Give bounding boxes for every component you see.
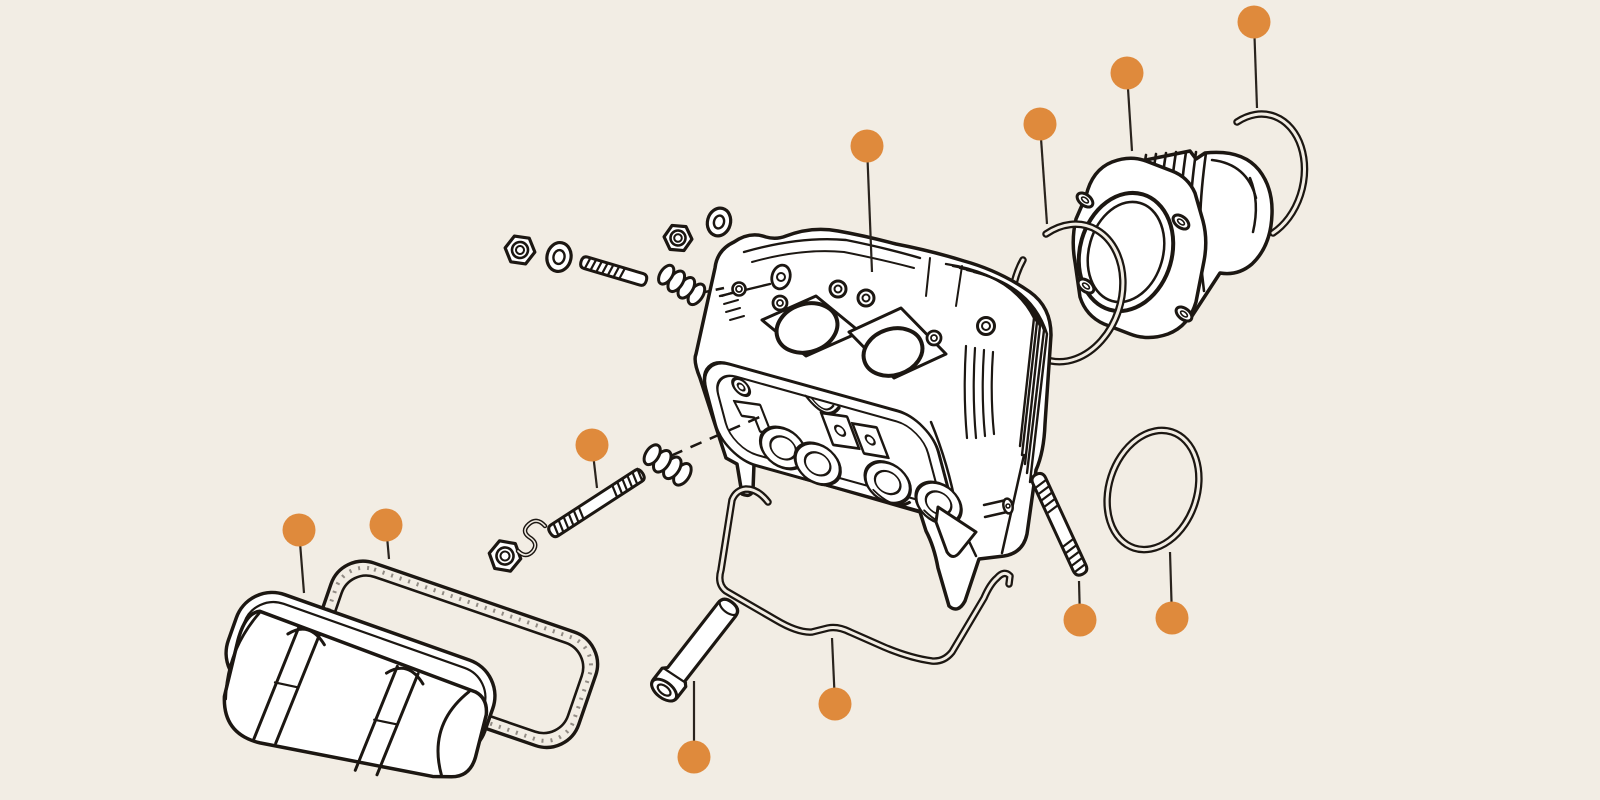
o-ring-illustration	[1103, 426, 1203, 554]
hex-nut	[503, 234, 537, 266]
stud-upper	[579, 255, 649, 287]
s-clip	[515, 518, 548, 558]
head-gusset	[934, 505, 978, 558]
marker-head-stud-short[interactable]	[1063, 603, 1097, 637]
marker-valve-cover-gasket[interactable]	[369, 508, 403, 542]
top-hardware	[503, 206, 733, 307]
pushrod-tube-illustration	[650, 597, 740, 703]
washer	[545, 240, 573, 274]
stud-short-illustration	[1030, 471, 1089, 577]
head-roof-bolt-circles	[731, 279, 996, 347]
hex-nut	[662, 223, 694, 253]
snap-ring-illustration	[1233, 110, 1309, 237]
marker-line-cylinder-seal-ring	[1038, 123, 1049, 225]
head-intake-flanges	[760, 294, 948, 380]
marker-cylinder-seal-ring[interactable]	[1023, 107, 1057, 141]
cylinder-head-illustration	[651, 227, 1053, 611]
lower-hardware	[487, 443, 693, 573]
marker-bail-wire[interactable]	[818, 687, 852, 721]
marker-head-stud-long[interactable]	[575, 428, 609, 462]
cover-rib-2	[353, 664, 425, 777]
stud-long	[547, 467, 646, 539]
marker-pushrod-tube[interactable]	[677, 740, 711, 774]
marker-o-ring[interactable]	[1155, 601, 1189, 635]
valve-cover-illustration	[222, 590, 497, 779]
head-front-rim	[702, 361, 963, 527]
head-side-stub	[982, 497, 1014, 519]
marker-cylinder-head[interactable]	[850, 129, 884, 163]
thread-end-upper	[657, 263, 707, 307]
marker-line-cylinder-head	[865, 145, 874, 273]
marker-snap-ring[interactable]	[1237, 5, 1271, 39]
cover-rib-1	[252, 626, 326, 745]
marker-valve-cover[interactable]	[282, 513, 316, 547]
marker-layer	[282, 5, 1271, 774]
flange-bolt-holes	[1075, 191, 1194, 323]
cylinder-flange-illustration	[1071, 156, 1208, 340]
marker-cylinder-barrel[interactable]	[1110, 56, 1144, 90]
thread-end-lower	[642, 443, 693, 487]
hex-nut	[487, 539, 523, 573]
washer	[705, 206, 733, 238]
bail-wire-illustration	[716, 485, 1014, 665]
